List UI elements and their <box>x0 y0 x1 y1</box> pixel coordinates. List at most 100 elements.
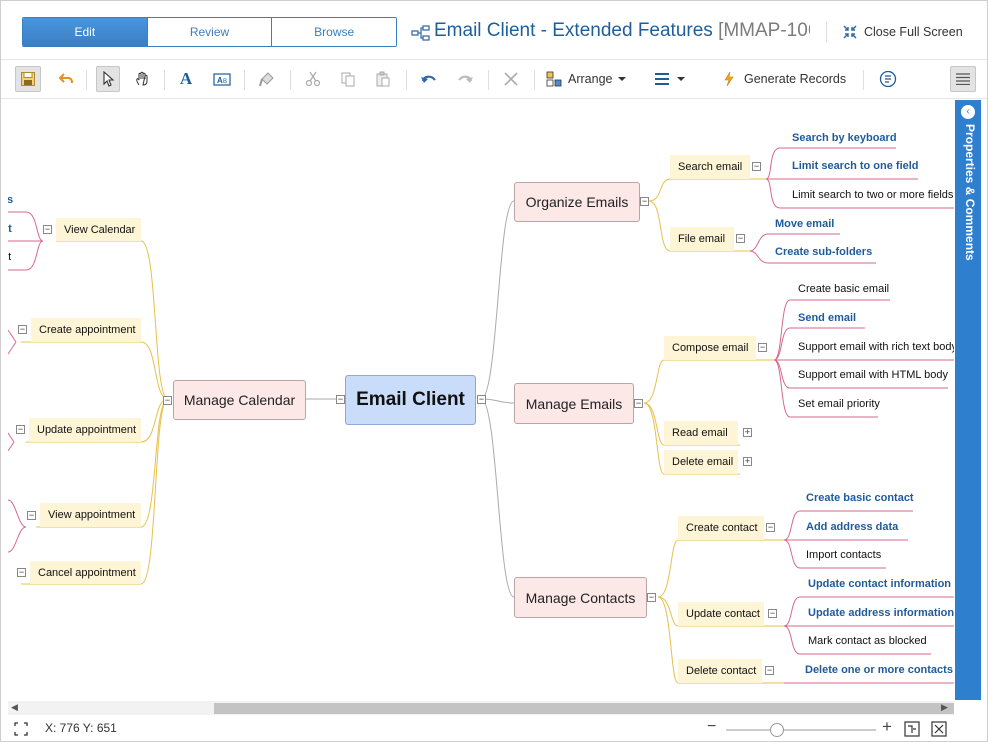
zoom-slider-track[interactable] <box>726 729 876 731</box>
tab-review[interactable]: Review <box>147 18 273 46</box>
organize-collapse[interactable]: − <box>640 196 649 206</box>
arrange-dropdown[interactable]: Arrange <box>546 66 632 92</box>
branch-manage-calendar[interactable]: Manage Calendar <box>173 380 306 420</box>
leaf-search-keyboard[interactable]: Search by keyboard <box>792 132 897 144</box>
chevron-down-icon <box>677 77 685 81</box>
zoom-out-button[interactable]: − <box>707 718 717 735</box>
outline-view-button[interactable] <box>875 66 901 92</box>
leaf-import-contacts[interactable]: Import contacts <box>806 549 882 561</box>
sub-update-contact[interactable]: Update contact <box>678 602 764 626</box>
copy-button[interactable] <box>336 66 360 92</box>
sub-delete-contact[interactable]: Delete contact <box>678 659 762 683</box>
scroll-left-icon[interactable]: ◀ <box>11 702 18 712</box>
close-full-screen-button[interactable]: Close Full Screen <box>843 21 963 43</box>
undo-back-button[interactable] <box>53 66 79 92</box>
toolbar-divider <box>534 70 535 90</box>
toolbar-divider <box>863 70 864 90</box>
compose-email-collapse[interactable]: − <box>758 342 767 352</box>
manage-emails-collapse[interactable]: − <box>634 398 643 408</box>
branch-manage-contacts[interactable]: Manage Contacts <box>514 577 647 618</box>
leaf-calendar-cut-2[interactable]: at <box>8 223 12 235</box>
tab-browse[interactable]: Browse <box>272 18 396 46</box>
scroll-right-icon[interactable]: ▶ <box>941 702 948 712</box>
zoom-in-button[interactable]: + <box>882 717 892 736</box>
sub-read-email[interactable]: Read email <box>664 421 738 445</box>
delete-contact-collapse[interactable]: − <box>765 665 774 675</box>
format-painter-button[interactable] <box>255 66 279 92</box>
delete-email-expand[interactable]: + <box>743 456 752 466</box>
horizontal-scrollbar[interactable]: ◀ ▶ <box>8 701 954 715</box>
leaf-calendar-cut-1[interactable]: s <box>8 194 13 206</box>
sub-cancel-appointment[interactable]: Cancel appointment <box>30 561 141 584</box>
cancel-appointment-collapse[interactable]: − <box>17 567 26 577</box>
align-dropdown[interactable] <box>649 66 691 92</box>
text-style-button[interactable]: A <box>174 66 198 92</box>
fit-to-window-icon[interactable] <box>931 721 947 737</box>
sub-create-appointment[interactable]: Create appointment <box>31 318 141 342</box>
sub-delete-email[interactable]: Delete email <box>664 450 738 474</box>
leaf-calendar-cut-3[interactable]: at <box>8 251 12 263</box>
delete-button[interactable] <box>499 66 523 92</box>
central-collapse-left[interactable]: − <box>336 394 345 404</box>
actual-size-icon[interactable] <box>904 721 920 737</box>
sub-file-email[interactable]: File email <box>670 227 734 251</box>
delete-icon <box>504 72 518 86</box>
redo-button[interactable] <box>453 66 477 92</box>
leaf-limit-one-field[interactable]: Limit search to one field <box>792 160 919 172</box>
leaf-add-address[interactable]: Add address data <box>806 521 899 533</box>
branch-manage-emails[interactable]: Manage Emails <box>514 383 634 424</box>
generate-records-button[interactable]: Generate Records <box>723 66 849 92</box>
leaf-create-basic-contact[interactable]: Create basic contact <box>806 492 914 504</box>
sub-view-calendar[interactable]: View Calendar <box>56 218 141 241</box>
view-calendar-collapse[interactable]: − <box>43 224 52 234</box>
search-email-collapse[interactable]: − <box>752 161 761 171</box>
manage-calendar-collapse[interactable]: − <box>163 395 172 405</box>
undo-button[interactable] <box>417 66 441 92</box>
leaf-move-email[interactable]: Move email <box>775 218 835 230</box>
leaf-update-contact-info[interactable]: Update contact information <box>808 578 952 590</box>
sub-compose-email[interactable]: Compose email <box>664 336 756 360</box>
central-node[interactable]: Email Client <box>345 375 476 425</box>
menu-button[interactable] <box>950 66 976 92</box>
scrollbar-thumb[interactable] <box>214 703 954 714</box>
leaf-send-email[interactable]: Send email <box>798 312 857 324</box>
leaf-rich-text[interactable]: Support email with rich text body <box>798 341 954 353</box>
properties-panel[interactable]: ‹ Properties & Comments <box>955 100 981 700</box>
leaf-create-basic-email[interactable]: Create basic email <box>798 283 890 295</box>
read-email-expand[interactable]: + <box>743 427 752 437</box>
page-title: Email Client - Extended Features [MMAP-1… <box>434 20 810 46</box>
select-tool-button[interactable] <box>96 66 120 92</box>
update-contact-collapse[interactable]: − <box>768 608 777 618</box>
sub-update-appointment[interactable]: Update appointment <box>29 418 141 442</box>
chevron-left-icon[interactable]: ‹ <box>961 105 975 119</box>
sub-view-appointment[interactable]: View appointment <box>40 503 141 527</box>
leaf-priority[interactable]: Set email priority <box>798 398 880 410</box>
central-collapse-right[interactable]: − <box>477 394 486 404</box>
create-contact-collapse[interactable]: − <box>766 522 775 532</box>
update-appointment-collapse[interactable]: − <box>16 424 25 434</box>
mindmap-canvas[interactable]: Email Client − − Organize Emails − Manag… <box>8 100 954 700</box>
arrange-icon <box>546 71 562 87</box>
save-button[interactable] <box>15 66 41 92</box>
leaf-mark-blocked[interactable]: Mark contact as blocked <box>808 635 927 647</box>
view-appointment-collapse[interactable]: − <box>27 510 36 520</box>
file-email-collapse[interactable]: − <box>736 233 745 243</box>
fit-screen-icon[interactable] <box>14 722 28 736</box>
leaf-create-subfolders[interactable]: Create sub-folders <box>775 246 873 258</box>
leaf-delete-contacts[interactable]: Delete one or more contacts <box>805 664 953 676</box>
zoom-slider-handle[interactable] <box>770 723 784 737</box>
cut-button[interactable] <box>301 66 325 92</box>
sub-search-email[interactable]: Search email <box>670 155 750 179</box>
sub-create-contact[interactable]: Create contact <box>678 516 764 540</box>
create-appointment-collapse[interactable]: − <box>18 324 27 334</box>
pan-tool-button[interactable] <box>130 66 154 92</box>
leaf-update-address-info[interactable]: Update address information <box>808 607 954 619</box>
paste-button[interactable] <box>371 66 395 92</box>
leaf-html-body[interactable]: Support email with HTML body <box>798 369 948 381</box>
manage-contacts-collapse[interactable]: − <box>647 592 656 602</box>
branch-organize-emails[interactable]: Organize Emails <box>514 182 640 222</box>
leaf-limit-two-fields[interactable]: Limit search to two or more fields <box>792 189 954 201</box>
tab-edit[interactable]: Edit <box>23 18 148 46</box>
